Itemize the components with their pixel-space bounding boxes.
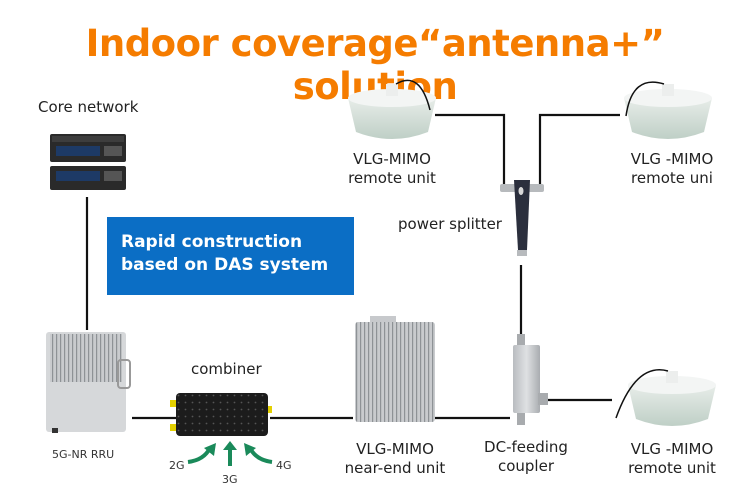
wire-splitter-to-remote-left xyxy=(435,113,506,186)
remote-br-line-2: remote unit xyxy=(628,459,716,477)
remote-tr-line-2: remote uni xyxy=(631,169,713,187)
combiner-input-arrows xyxy=(187,441,273,466)
remote-unit-top-right-label: VLG -MIMO remote uni xyxy=(612,150,732,188)
dc-coupler-label: DC-feeding coupler xyxy=(476,438,576,476)
remote-tl-line-1: VLG-MIMO xyxy=(353,150,431,168)
remote-br-line-1: VLG -MIMO xyxy=(630,440,714,458)
callout-line-2: based on DAS system xyxy=(121,255,329,275)
dc-coupler-device xyxy=(513,334,548,425)
power-splitter-device xyxy=(500,180,544,256)
input-4g-label: 4G xyxy=(276,459,292,472)
cable-lines xyxy=(85,113,620,420)
coupler-line-2: coupler xyxy=(497,457,554,475)
core-network-device xyxy=(50,134,126,190)
remote-tr-line-1: VLG -MIMO xyxy=(630,150,714,168)
combiner-device xyxy=(170,393,272,436)
wire-splitter-to-remote-right xyxy=(538,113,620,186)
input-2g-label: 2G xyxy=(169,459,185,472)
page-title: Indoor coverage“antenna+” solution xyxy=(85,22,665,108)
input-3g-label: 3G xyxy=(222,473,238,486)
rru-label: 5G-NR RRU xyxy=(52,448,115,461)
near-end-line-2: near-end unit xyxy=(344,459,446,477)
das-callout-box: Rapid construction based on DAS system xyxy=(107,217,354,295)
remote-tl-line-2: remote unit xyxy=(348,169,436,187)
arrow-3g-head-icon xyxy=(223,441,237,450)
coupler-line-1: DC-feeding xyxy=(484,438,568,456)
remote-antenna-bottom-right xyxy=(615,369,716,426)
remote-antenna-top-left xyxy=(348,79,436,139)
remote-unit-bottom-right-label: VLG -MIMO remote unit xyxy=(612,440,732,478)
rru-device xyxy=(46,332,131,433)
combiner-label: combiner xyxy=(191,360,262,378)
remote-antenna-top-right xyxy=(624,81,712,139)
callout-line-1: Rapid construction xyxy=(121,232,303,252)
near-end-unit-label: VLG-MIMO near-end unit xyxy=(335,440,455,478)
remote-unit-top-left-label: VLG-MIMO remote unit xyxy=(332,150,452,188)
arrow-2g-head-icon xyxy=(204,443,216,456)
power-splitter-label: power splitter xyxy=(398,215,502,233)
near-end-unit-device xyxy=(355,316,435,422)
core-network-label: Core network xyxy=(38,98,139,116)
near-end-line-1: VLG-MIMO xyxy=(356,440,434,458)
arrow-4g-head-icon xyxy=(244,443,256,456)
